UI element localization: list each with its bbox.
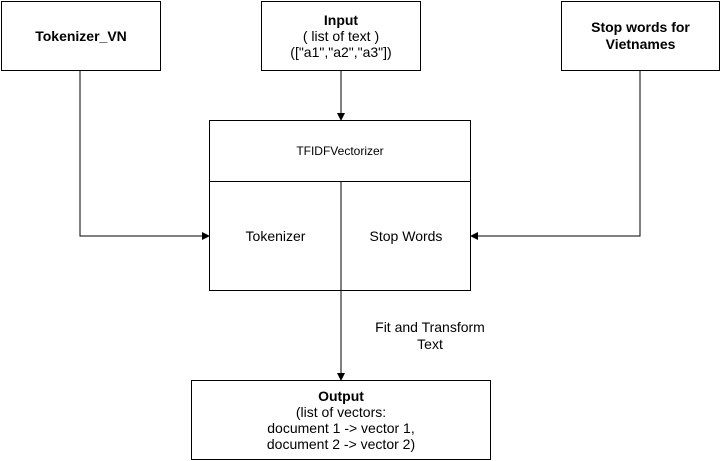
output-node: Output (list of vectors: document 1 -> v… [191,380,491,460]
vectorizer-header: TFIDFVectorizer [210,121,470,182]
output-line-2: (list of vectors: [295,404,387,420]
tokenizer-cell-label: Tokenizer [245,228,306,244]
input-subtitle: ( list of text ) [302,28,380,44]
input-node: Input ( list of text ) (["a1","a2","a3"]… [261,1,421,71]
input-example: (["a1","a2","a3"]) [290,44,392,60]
vectorizer-stopwords-cell: Stop Words [342,182,470,290]
stopwords-line-2: Vietnames [605,36,676,52]
fit-transform-line-1: Fit and Transform [375,319,485,335]
vectorizer-node: TFIDFVectorizer Tokenizer Stop Words [209,120,471,291]
edge-stopwords-to-stopwords-cell [470,71,641,240]
fit-transform-label: Fit and Transform Text [360,319,500,353]
edge-tokenizer-vn-to-tokenizer [79,71,210,240]
fit-transform-line-2: Text [417,336,443,352]
input-title: Input [323,12,359,28]
output-line-3: document 1 -> vector 1, [267,420,415,436]
tokenizer-vn-label: Tokenizer_VN [35,28,127,44]
output-line-4: document 2 -> vector 2) [266,436,416,452]
vectorizer-title: TFIDFVectorizer [296,144,384,158]
output-title: Output [318,388,364,404]
tokenizer-vn-node: Tokenizer_VN [1,1,161,71]
stopwords-line-1: Stop words for [591,19,690,35]
stopwords-source-node: Stop words for Vietnames [561,1,720,71]
vectorizer-tokenizer-cell: Tokenizer [210,182,341,290]
stopwords-cell-label: Stop Words [369,228,443,244]
